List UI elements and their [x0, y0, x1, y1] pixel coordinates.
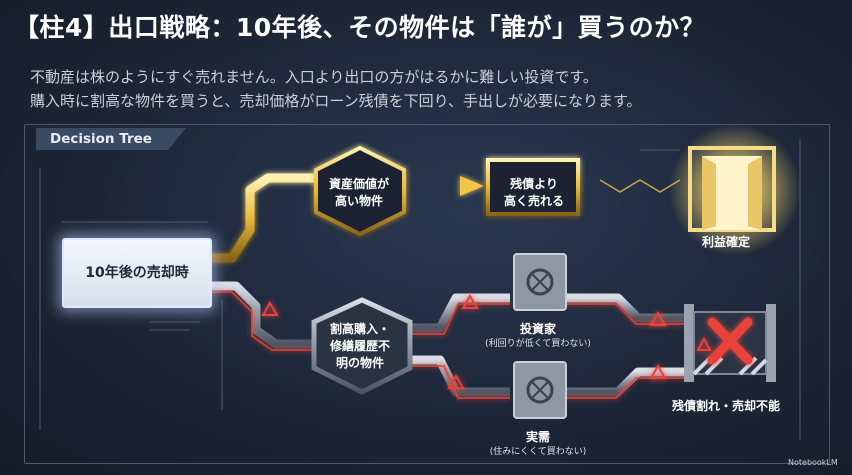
good-asset-line-2: 高い物件: [334, 194, 383, 208]
glowing-door-icon: [688, 146, 776, 232]
good-sale-label: 残債より 高く売れる: [492, 176, 576, 210]
guide-lines: [39, 140, 801, 440]
start-node-label: 10年後の売却時: [85, 265, 189, 281]
watermark: NotebookLM: [788, 458, 838, 467]
gold-arrow-head: [460, 176, 484, 196]
failure-label: 残債割れ・売却不能: [671, 399, 780, 413]
page-title: 【柱4】出口戦略：10年後、その物件は「誰が」買うのか？: [14, 13, 706, 42]
start-node: [62, 238, 212, 308]
vault-safe-icon: [513, 361, 567, 419]
gold-box: [486, 158, 580, 216]
warning-triangle-icon: [261, 294, 712, 389]
decision-tree-panel: [24, 124, 830, 464]
subtitle-line-1: 不動産は株のようにすぐ売れません。入口より出口の方がはるかに難しい投資です。: [30, 68, 598, 86]
silver-hexagon: [311, 297, 413, 395]
occupant-note: (住みにくくて買わない): [489, 447, 587, 457]
bad-asset-line-2: 修繕履歴不: [329, 339, 390, 353]
investor-label: 投資家: [519, 322, 556, 336]
red-x-icon: [707, 317, 753, 365]
panel-tab: [36, 128, 186, 150]
good-sale-line-1: 残債より: [510, 177, 558, 191]
investor-note: (利回りが低くて買わない): [485, 339, 591, 349]
panel-label: Decision Tree: [50, 131, 152, 147]
vault-safe-icon: [513, 253, 567, 311]
bad-asset-line-1: 割高購入・: [329, 322, 390, 336]
good-sale-line-2: 高く売れる: [503, 194, 564, 208]
bad-asset-line-3: 明の物件: [335, 356, 384, 370]
gold-truss: [599, 179, 681, 193]
bad-asset-label: 割高購入・ 修繕履歴不 明の物件: [314, 321, 406, 372]
good-asset-label: 資産価値が 高い物件: [314, 176, 404, 210]
gold-hexagon: [314, 145, 406, 237]
profit-label: 利益確定: [701, 235, 750, 249]
good-asset-line-1: 資産価値が: [328, 177, 389, 191]
subtitle-line-2: 購入時に割高な物件を買うと、売却価格がローン残債を下回り、手出しが必要になります…: [30, 92, 642, 110]
occupant-label: 実需: [525, 430, 550, 444]
